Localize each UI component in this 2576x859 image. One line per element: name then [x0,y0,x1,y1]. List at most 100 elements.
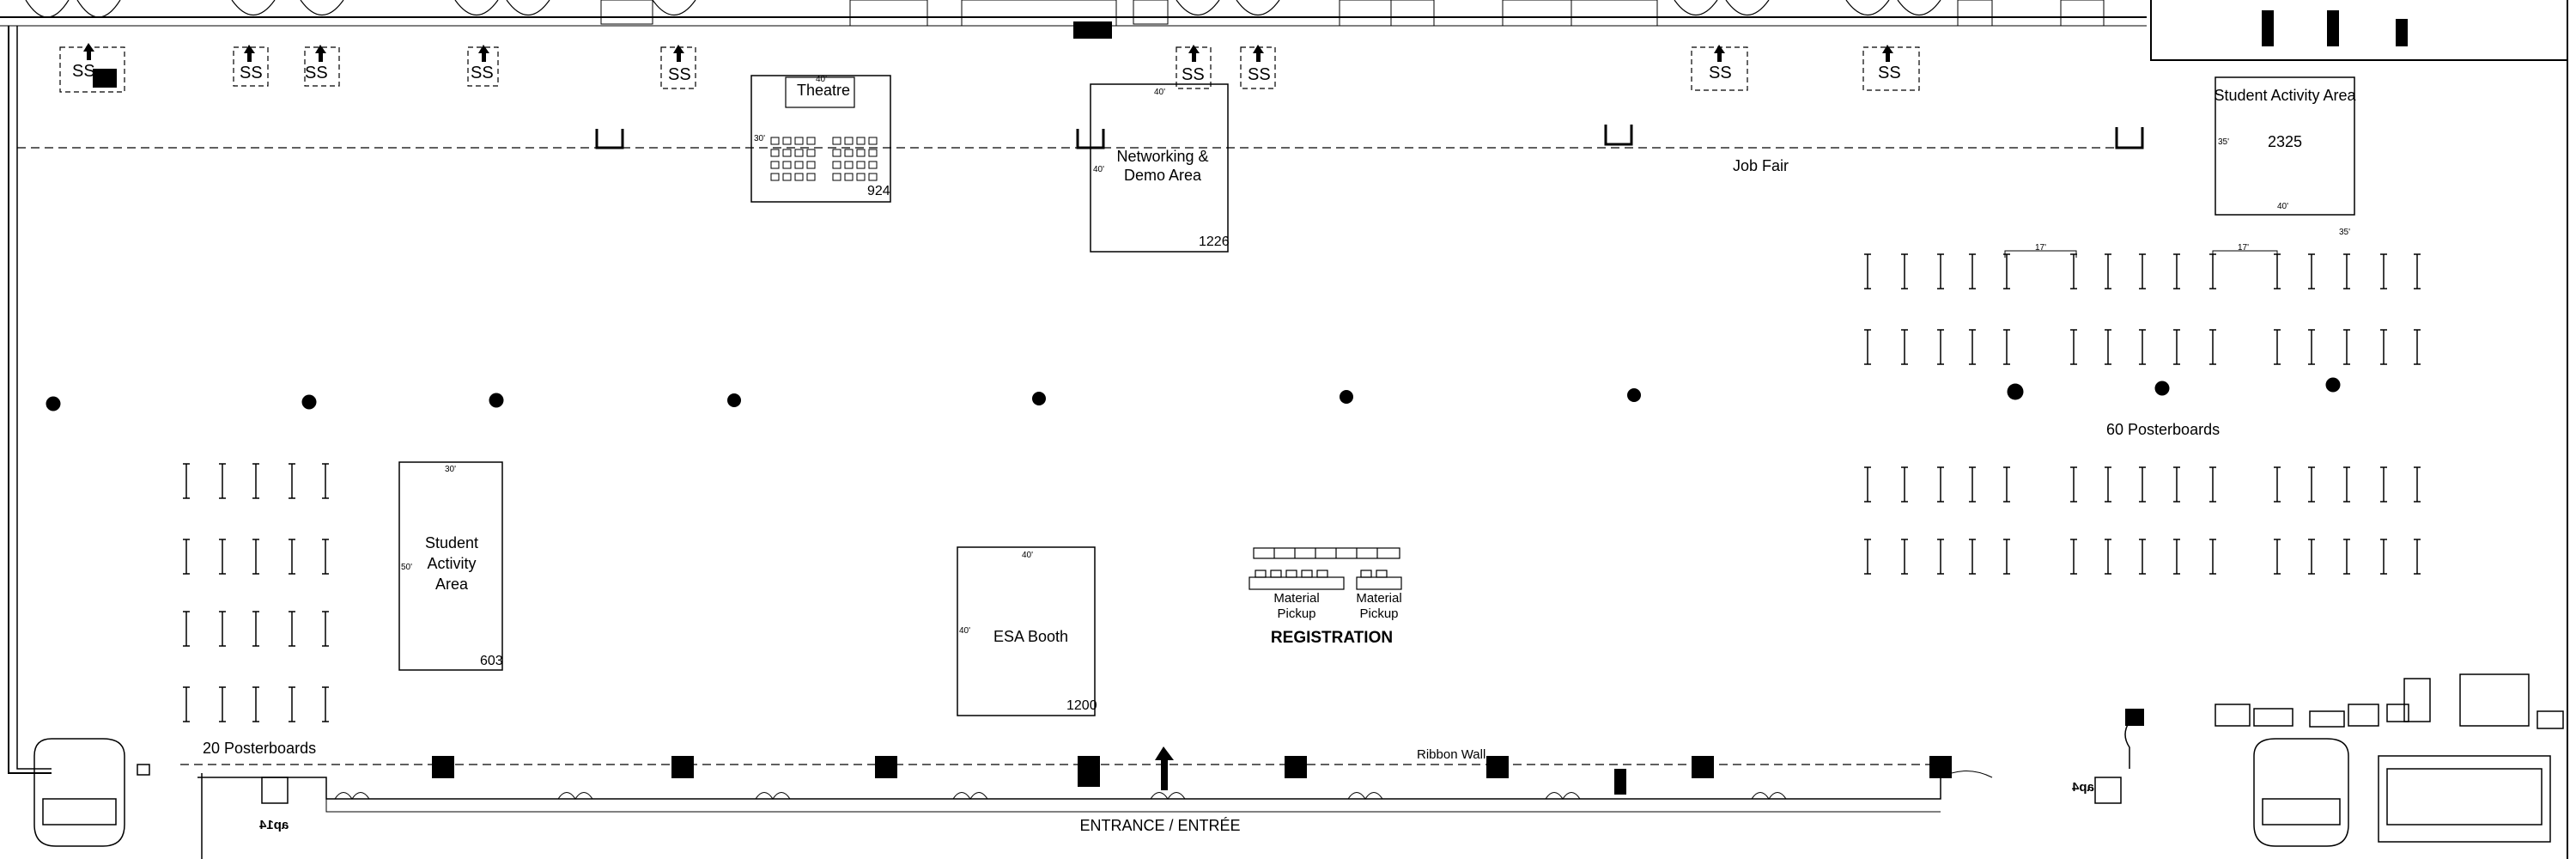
posterboard [2343,466,2350,503]
registration-counters [1249,547,1402,590]
job-fair-posts [595,125,2144,149]
posterboard [1864,329,1871,365]
posterboard-gap-label: 17' [2238,243,2250,253]
posterboard [252,686,259,722]
posterboard [2308,253,2315,289]
posterboard [2209,466,2216,503]
posterboard [1901,329,1908,365]
student-activity-right-dim-right: 35' [2339,228,2351,237]
posterboard [1864,466,1871,503]
posterboard [183,686,190,722]
posterboard [2308,329,2315,365]
networking-label-line2: Demo Area [1123,167,1202,184]
posterboard [2414,253,2421,289]
right-building-wall [2150,0,2567,61]
posterboard [1937,466,1944,503]
theatre-title: Theatre [797,82,851,99]
student-activity-left-line2: Activity [427,555,477,572]
posterboard [2139,539,2146,575]
entrance-arrow-icon [1155,746,1174,790]
posterboard-gap-label: 17' [2035,243,2047,253]
posterboard [2070,253,2077,289]
posterboard [1901,466,1908,503]
posterboard [2105,539,2111,575]
posterboards-left-label: 20 Posterboards [203,740,317,757]
left-exterior-wall [8,26,52,774]
posterboard [2274,253,2281,289]
posterboard [2070,466,2077,503]
posterboard [2139,253,2146,289]
student-activity-right-area: 2325 [2267,133,2303,150]
posterboard [2105,253,2111,289]
posterboard [219,686,226,722]
material-pickup-right-line2: Pickup [1359,606,1399,621]
posterboard [289,686,295,722]
job-fair-label: Job Fair [1733,157,1789,174]
columns [46,377,2341,411]
esa-booth-label: ESA Booth [993,628,1069,645]
posterboard [2343,329,2350,365]
theatre-area: 924 [867,184,890,198]
student-activity-right-dim-bottom: 40' [2277,202,2289,211]
posterboard [2380,539,2387,575]
esa-booth-outline [957,546,1096,716]
posterboard [2003,329,2010,365]
posterboard [1937,329,1944,365]
stair-label-left: ap14 [259,818,289,832]
posterboard [2139,466,2146,503]
posterboard [2139,329,2146,365]
student-activity-left-dim-top: 30' [445,465,457,474]
posterboard [2209,329,2216,365]
ss-label: SS [72,62,95,81]
posterboard [252,539,259,575]
posterboard [2414,329,2421,365]
posterboard [2274,329,2281,365]
esa-booth-dim-top: 40' [1022,551,1034,560]
esa-booth-area: 1200 [1066,698,1097,713]
ss-label: SS [240,64,263,82]
posterboard [2105,329,2111,365]
stairwell-left [33,738,289,859]
posterboard [2003,466,2010,503]
posterboard [2070,539,2077,575]
student-activity-left-line3: Area [434,576,469,593]
posterboard [252,463,259,499]
posterboard [183,463,190,499]
networking-area: 1226 [1199,235,1230,249]
posterboard [322,611,329,647]
student-activity-left-line1: Student [424,534,479,551]
material-pickup-left-line2: Pickup [1277,606,1316,621]
ss-label: SS [1182,65,1205,84]
posterboards-right [1864,253,2421,575]
material-pickup-left-line1: Material [1273,591,1320,606]
posterboard [2380,466,2387,503]
theatre-outline [750,75,891,203]
posterboard [1969,253,1976,289]
posterboard [2274,466,2281,503]
posterboard [2003,253,2010,289]
posterboard [289,463,295,499]
ss-arrow-icons [83,43,1893,62]
posterboard [1864,539,1871,575]
esa-booth-dim-side: 40' [959,626,971,636]
theatre-dim-side: 30' [754,134,766,143]
student-activity-left-outline [398,461,503,671]
entrance-wall [197,773,1941,800]
entrance-label: ENTRANCE / ENTRÉE [1079,817,1241,834]
posterboard [2308,466,2315,503]
stair-label-right: ap4 [2072,780,2094,795]
posterboard [219,611,226,647]
posterboard [1937,253,1944,289]
posterboard [2380,253,2387,289]
networking-dim-top: 40' [1154,88,1166,97]
posterboard [183,539,190,575]
networking-label-line1: Networking & [1116,148,1209,165]
posterboard [1901,253,1908,289]
posterboard [2070,329,2077,365]
posterboard [252,611,259,647]
posterboard [2274,539,2281,575]
posterboard [2173,466,2180,503]
posterboard [289,539,295,575]
posterboard [183,611,190,647]
